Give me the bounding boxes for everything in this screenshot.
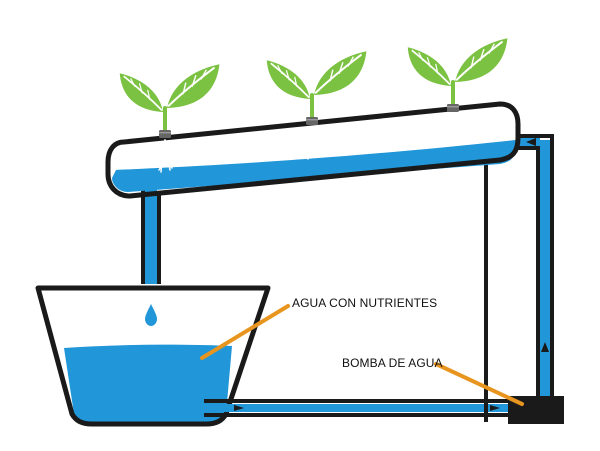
flow-arrow-right-icon bbox=[490, 405, 500, 411]
flow-arrow-left-icon bbox=[526, 138, 536, 146]
flow-arrow-right-icon bbox=[234, 405, 244, 411]
plant-icon bbox=[114, 64, 224, 172]
nutrient-water-label: AGUA CON NUTRIENTES bbox=[292, 296, 438, 310]
return-pipe bbox=[204, 399, 510, 417]
plant-icon bbox=[402, 38, 512, 146]
flow-arrow-up-icon bbox=[541, 342, 549, 352]
drain-pipe bbox=[141, 188, 161, 284]
nutrients-callout-line bbox=[200, 304, 290, 360]
pump-callout-line bbox=[434, 362, 524, 406]
riser-pipe bbox=[516, 134, 554, 396]
plant-icon bbox=[261, 51, 371, 159]
flow-arrows bbox=[234, 138, 549, 411]
growing-channel bbox=[105, 101, 521, 199]
water-drop-icon bbox=[145, 304, 157, 326]
water-pump-label: BOMBA DE AGUA bbox=[342, 356, 443, 370]
